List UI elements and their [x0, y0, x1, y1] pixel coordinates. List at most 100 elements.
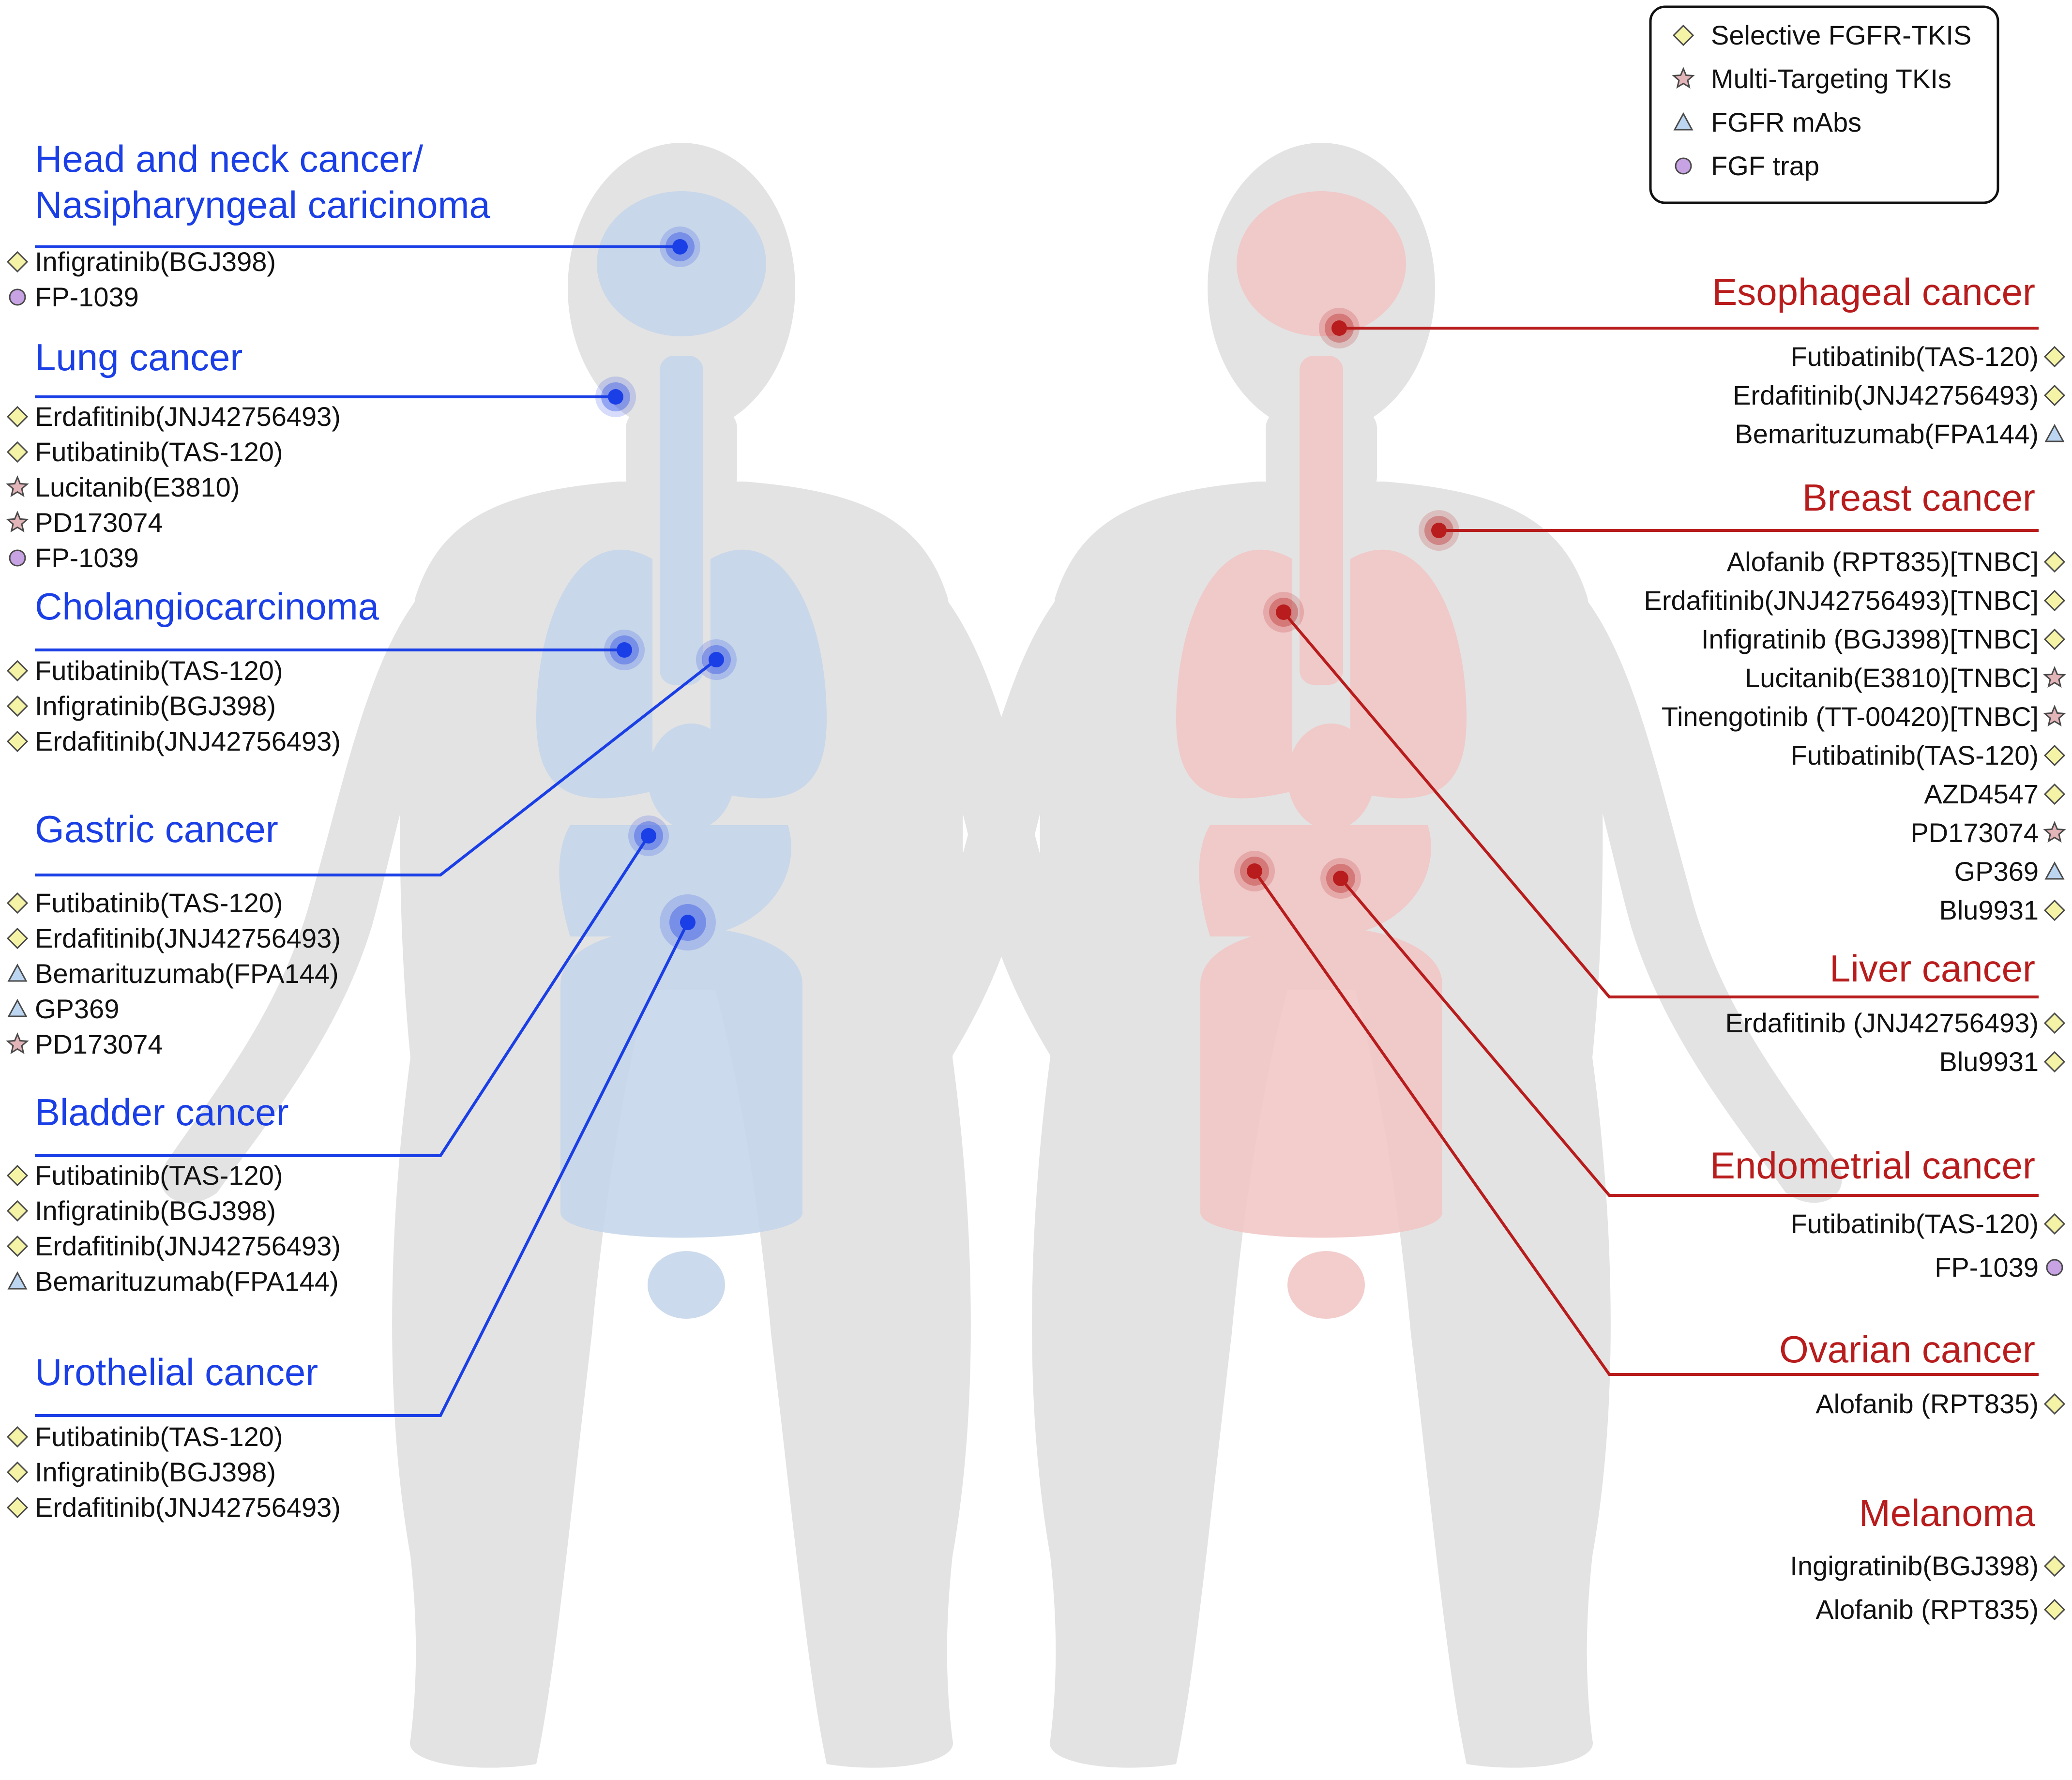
- diamond-icon: [6, 251, 29, 273]
- triangle-icon: [7, 963, 28, 982]
- connector-liver: [1282, 611, 2039, 998]
- diamond-icon: [2043, 1051, 2066, 1073]
- cancer-title: Lung cancer: [35, 336, 242, 378]
- diamond-icon: [6, 892, 29, 914]
- drug-label: Infigratinib(BGJ398): [35, 246, 276, 277]
- diamond-icon: [6, 927, 29, 950]
- diamond-icon: [2043, 384, 2066, 407]
- star-icon: [2043, 821, 2066, 843]
- diamond-icon: [6, 1235, 29, 1257]
- drug-label: Erdafitinib(JNJ42756493): [35, 401, 341, 432]
- marker-breast: [1419, 510, 1459, 551]
- diamond-icon: [2043, 551, 2066, 573]
- marker-esophageal: [1319, 308, 1360, 348]
- connector-gastric: [35, 658, 717, 876]
- marker-liver: [1263, 592, 1304, 633]
- circle-icon: [9, 288, 26, 306]
- drug-label: Bemarituzumab(FPA144): [35, 958, 339, 989]
- diamond-icon: [6, 730, 29, 753]
- drug-label: Bemarituzumab(FPA144): [1735, 419, 2039, 449]
- drug-label: Futibatinib(TAS-120): [35, 655, 283, 686]
- left-cancer-list: Head and neck cancer/Nasipharyngeal cari…: [6, 137, 490, 1523]
- drug-label: Futibatinib(TAS-120): [1790, 341, 2039, 372]
- star-icon: [2043, 705, 2066, 727]
- diamond-icon: [2043, 1213, 2066, 1235]
- left-connectors: [35, 245, 717, 1417]
- drug-label: Erdafitinib(JNJ42756493): [35, 1231, 341, 1261]
- cancer-title: Head and neck cancer/: [35, 137, 423, 180]
- drug-label: Blu9931: [1939, 1046, 2039, 1077]
- drug-label: Futibatinib(TAS-120): [1790, 740, 2039, 770]
- left-markers: [595, 226, 737, 950]
- diamond-icon: [2043, 346, 2066, 368]
- triangle-icon: [7, 1271, 28, 1290]
- right-cancer-block: Endometrial cancerFutibatinib(TAS-120)FP…: [1710, 1144, 2066, 1282]
- diamond-icon: [2043, 1012, 2066, 1034]
- diamond-icon: [2043, 628, 2066, 650]
- diamond-icon: [2043, 783, 2066, 805]
- star-icon: [2043, 666, 2066, 688]
- triangle-icon: [2044, 861, 2065, 880]
- diamond-icon: [2043, 1555, 2066, 1577]
- connector-bladder: [35, 835, 650, 1157]
- drug-label: Erdafitinib(JNJ42756493)[TNBC]: [1644, 585, 2039, 616]
- drug-label: GP369: [35, 994, 119, 1024]
- drug-label: Futibatinib(TAS-120): [35, 437, 283, 467]
- star-icon: [6, 1032, 29, 1055]
- drug-label: PD173074: [35, 1029, 163, 1059]
- drug-label: Lucitanib(E3810)[TNBC]: [1745, 663, 2039, 693]
- diamond-icon: [6, 695, 29, 717]
- drug-label: Erdafitinib(JNJ42756493): [35, 726, 341, 756]
- drug-label: Futibatinib(TAS-120): [35, 1160, 283, 1191]
- drug-label: Erdafitinib(JNJ42756493): [35, 1492, 341, 1523]
- cancer-title: Ovarian cancer: [1779, 1328, 2035, 1371]
- right-cancer-block: Esophageal cancerFutibatinib(TAS-120)Erd…: [1712, 271, 2066, 449]
- drug-label: AZD4547: [1924, 779, 2039, 809]
- diamond-icon: [6, 1461, 29, 1483]
- star-icon: [6, 475, 29, 498]
- cancer-title: Bladder cancer: [35, 1091, 289, 1133]
- cancer-title: Endometrial cancer: [1710, 1144, 2035, 1187]
- drug-label: Ingigratinib(BGJ398): [1790, 1551, 2039, 1581]
- marker-head-neck: [660, 226, 700, 267]
- drug-label: Erdafitinib(JNJ42756493): [35, 923, 341, 953]
- drug-label: FP-1039: [35, 543, 139, 573]
- connector-ovarian: [1253, 870, 2039, 1376]
- diamond-icon: [6, 1200, 29, 1222]
- cancer-title: Urothelial cancer: [35, 1351, 318, 1393]
- diamond-icon: [2043, 1393, 2066, 1415]
- marker-endometrial: [1320, 858, 1361, 899]
- star-icon: [6, 511, 29, 533]
- drug-label: Blu9931: [1939, 895, 2039, 925]
- drug-label: Alofanib (RPT835)[TNBC]: [1727, 546, 2039, 577]
- drug-label: Infigratinib (BGJ398)[TNBC]: [1701, 624, 2039, 654]
- drug-label: Futibatinib(TAS-120): [35, 888, 283, 918]
- drug-label: Futibatinib(TAS-120): [1790, 1208, 2039, 1239]
- left-organs: [536, 191, 827, 1319]
- right-connectors: [1253, 327, 2039, 1376]
- drug-label: Infigratinib(BGJ398): [35, 691, 276, 721]
- diamond-icon: [6, 1496, 29, 1519]
- legend-label: FGF trap: [1711, 151, 1819, 181]
- drug-label: Bemarituzumab(FPA144): [35, 1266, 339, 1297]
- drug-label: Infigratinib(BGJ398): [35, 1195, 276, 1226]
- drug-label: Futibatinib(TAS-120): [35, 1421, 283, 1452]
- marker-gastric: [696, 639, 737, 680]
- left-cancer-block: Head and neck cancer/Nasipharyngeal cari…: [6, 137, 490, 312]
- marker-cholangio: [604, 630, 645, 670]
- drug-label: Alofanib (RPT835): [1815, 1388, 2039, 1419]
- marker-lung: [595, 377, 636, 417]
- cancer-title: Gastric cancer: [35, 808, 278, 850]
- drug-label: FP-1039: [35, 282, 139, 312]
- drug-label: PD173074: [1910, 817, 2039, 848]
- cancer-title: Cholangiocarcinoma: [35, 585, 379, 628]
- triangle-icon: [2044, 423, 2065, 442]
